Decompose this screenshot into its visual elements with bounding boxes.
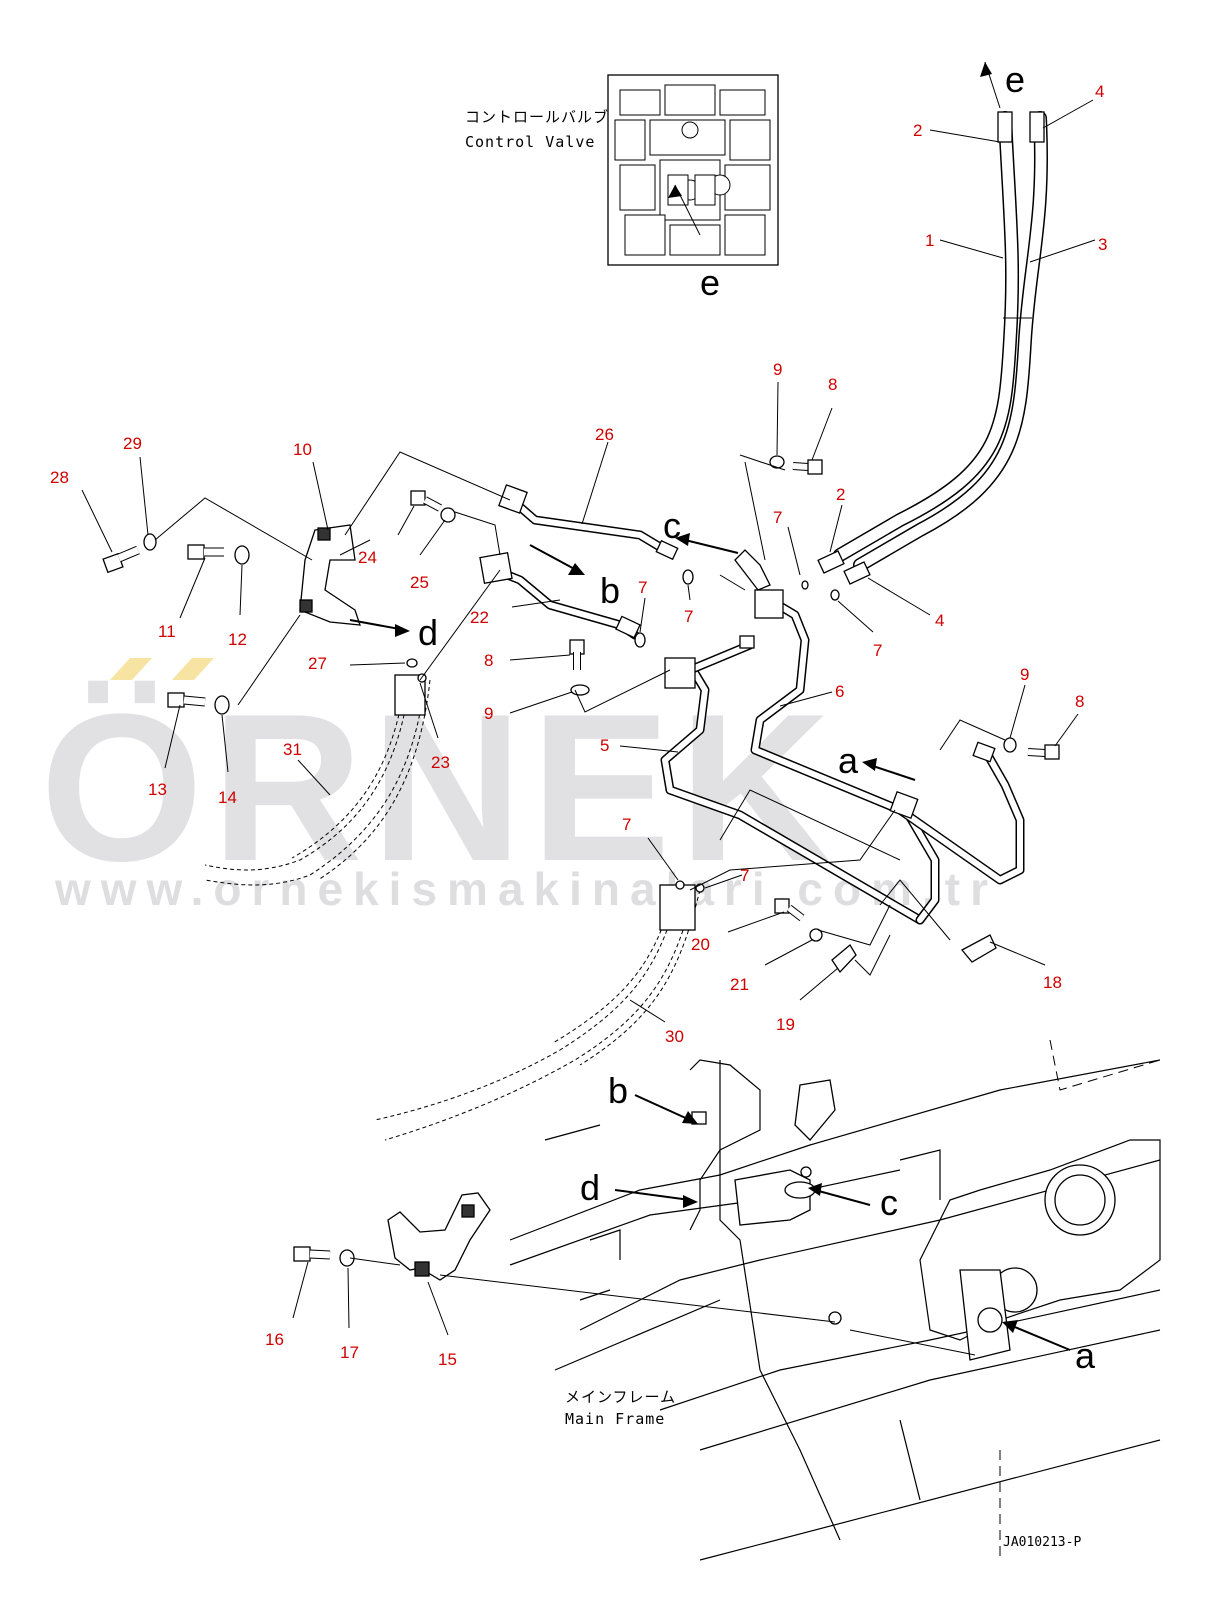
part-number: 7 xyxy=(684,607,693,626)
part-number: 20 xyxy=(691,935,710,954)
ref-letter-b-frame: b xyxy=(608,1070,628,1111)
control-valve-caption-en: Control Valve xyxy=(465,133,595,151)
part-number: 5 xyxy=(600,736,609,755)
part-number: 8 xyxy=(484,651,493,670)
main-frame: メインフレーム Main Frame xyxy=(509,1039,1161,1561)
part-number: 7 xyxy=(873,641,882,660)
hoses-30-31 xyxy=(204,674,701,1141)
ref-letter-c-mid: c xyxy=(663,505,681,546)
ref-letter-e-valve: e xyxy=(700,262,720,303)
part-number: 23 xyxy=(431,753,450,772)
part-number: 14 xyxy=(218,788,237,807)
bracket-10 xyxy=(299,524,361,626)
part-number: 3 xyxy=(1098,235,1107,254)
part-number: 10 xyxy=(293,440,312,459)
part-number: 6 xyxy=(835,682,844,701)
part-number: 24 xyxy=(358,548,377,567)
part-number: 4 xyxy=(1095,82,1104,101)
part-number: 7 xyxy=(773,508,782,527)
control-valve: コントロールバルブ Control Valve e xyxy=(465,74,779,303)
part-number: 28 xyxy=(50,468,69,487)
direction-arrows xyxy=(349,533,1071,1351)
pipe-26 xyxy=(498,484,679,561)
part-number: 17 xyxy=(340,1343,359,1362)
part-number: 15 xyxy=(438,1350,457,1369)
part-number: 9 xyxy=(773,360,782,379)
part-number: 2 xyxy=(836,485,845,504)
part-number: 11 xyxy=(158,622,176,641)
leader-lines xyxy=(81,99,1096,1356)
part-number: 29 xyxy=(123,434,142,453)
ref-letter-c-frame: c xyxy=(880,1182,898,1223)
ref-letter-b-mid: b xyxy=(600,570,620,611)
reference-letters: b c d a b d c a xyxy=(418,505,1096,1376)
drawing-code: JA010213-P xyxy=(1003,1535,1081,1550)
main-frame-caption-en: Main Frame xyxy=(565,1410,665,1428)
ref-letter-e-top: e xyxy=(1005,59,1025,100)
part-number: 7 xyxy=(740,866,749,885)
part-number: 30 xyxy=(665,1027,684,1046)
part-number: 27 xyxy=(308,654,327,673)
ref-letter-a-frame: a xyxy=(1075,1335,1096,1376)
part-number: 1 xyxy=(925,231,934,250)
part-number: 19 xyxy=(776,1015,795,1034)
pipe-5 xyxy=(660,635,940,925)
part-number: 22 xyxy=(470,608,489,627)
pipe-22 xyxy=(479,552,641,640)
part-number: 25 xyxy=(410,573,429,592)
ref-letter-d-frame: d xyxy=(580,1167,600,1208)
part-number: 7 xyxy=(622,815,631,834)
part-number: 26 xyxy=(595,425,614,444)
part-number: 8 xyxy=(1075,692,1084,711)
part-number: 9 xyxy=(1020,665,1029,684)
bracket-15 xyxy=(387,1192,491,1281)
pipe-6 xyxy=(734,549,1025,885)
clamp-c xyxy=(734,549,771,591)
part-number: 4 xyxy=(935,611,944,630)
part-number: 7 xyxy=(638,578,647,597)
part-number: 13 xyxy=(148,780,167,799)
fasteners xyxy=(102,455,1060,1267)
part-number: 31 xyxy=(283,740,302,759)
main-frame-caption-jp: メインフレーム xyxy=(565,1388,676,1406)
part-number: 12 xyxy=(228,630,247,649)
part-number: 8 xyxy=(828,375,837,394)
part-number: 2 xyxy=(913,121,922,140)
hoses-1-3: e xyxy=(817,59,1049,585)
part-number: 16 xyxy=(265,1330,284,1349)
arrow-e-top xyxy=(980,62,992,77)
control-valve-caption-jp: コントロールバルブ xyxy=(465,108,609,126)
part-number: 18 xyxy=(1043,973,1062,992)
watermark-url: www.ornekismakinalari.com.tr xyxy=(54,863,998,915)
part-number: 9 xyxy=(484,704,493,723)
part-numbers: 1 2 2 3 4 4 5 6 7 7 7 7 7 7 8 8 8 9 9 9 … xyxy=(50,82,1107,1369)
part-number: 21 xyxy=(730,975,749,994)
watermark-umlaut-left xyxy=(110,658,152,680)
watermark-umlaut-right xyxy=(172,658,214,680)
ref-letter-d-mid: d xyxy=(418,612,438,653)
ref-letter-a-mid: a xyxy=(838,740,859,781)
